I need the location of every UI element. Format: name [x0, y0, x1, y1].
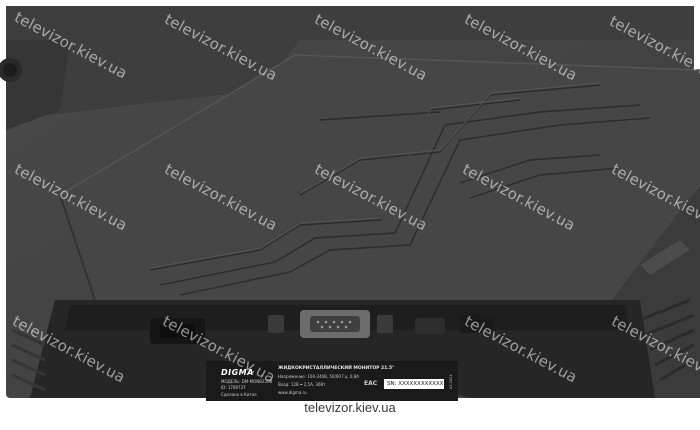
country-line: Сделано в Китае	[221, 392, 257, 397]
caption-watermark: televizor.kiev.ua	[304, 400, 396, 415]
product-line: ЖИДКОКРИСТАЛЛИЧЕСКИЙ МОНИТОР 21.5"	[278, 366, 395, 371]
port-left-screw	[268, 315, 284, 333]
input-line: Вход: 12В ═ 2,5А, 30Вт	[278, 382, 326, 387]
top-band	[6, 6, 694, 120]
id-line: ID: 1789737	[221, 385, 246, 390]
circuit-grooves	[149, 84, 651, 296]
serial-number-box: SN: XXXXXXXXXXXX	[384, 379, 444, 389]
eac-mark: EAC	[364, 380, 378, 387]
model-line: МОДЕЛЬ: DM-MONB2203	[221, 379, 273, 384]
raised-plate	[60, 55, 700, 300]
brand-logo: DIGMA	[221, 368, 254, 377]
date-stamp: 01.2023	[449, 374, 453, 389]
voltage-line: Напряжение: 100-240В, 50/60 Гц, 0,8А	[278, 374, 359, 379]
site-line: www.digma.ru	[278, 390, 307, 395]
left-vents	[11, 328, 46, 392]
port-right-screw	[377, 315, 393, 333]
audio-port	[415, 318, 445, 334]
right-vents	[639, 298, 695, 382]
product-label-sticker: DIGMA ЖИДКОКРИСТАЛЛИЧЕСКИЙ МОНИТОР 21.5"…	[206, 361, 458, 401]
